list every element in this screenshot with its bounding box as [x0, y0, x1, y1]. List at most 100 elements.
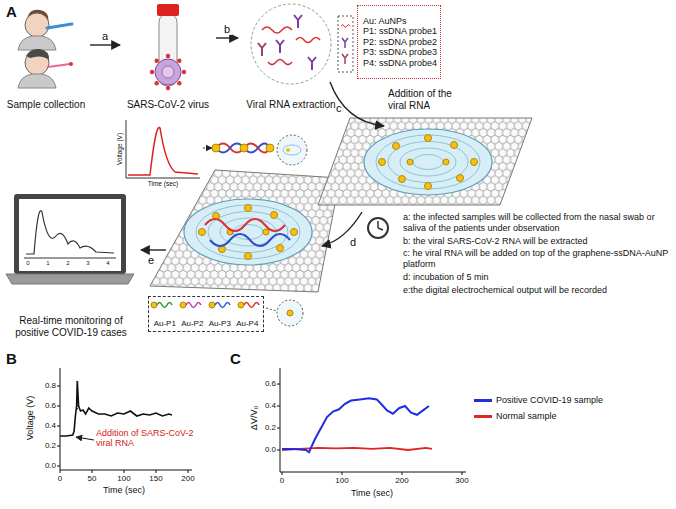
au-probe-icons: [209, 302, 215, 308]
probe-rna-hybrid: [286, 148, 290, 152]
rna-extraction-picture: [308, 57, 316, 70]
laptop-illustration: [6, 194, 134, 284]
panel-b-plot: [57, 368, 192, 473]
rna-extraction-picture: [338, 16, 353, 72]
laptop-illustration: [6, 274, 134, 284]
tick-label: 0.6: [265, 379, 276, 388]
inset-signal-plot: [203, 148, 212, 149]
au-probe-icons: [244, 303, 259, 308]
au-probe-icons: [266, 308, 277, 311]
sample-tube: [177, 59, 181, 63]
rna-extraction-picture: [268, 60, 292, 65]
probe-rna-hybrid: [283, 145, 301, 155]
panel-c-plot: [277, 384, 462, 475]
bound-rna-strands: [210, 234, 290, 246]
inset-signal-plot: [128, 127, 198, 175]
flow-arrow: [216, 37, 238, 38]
bound-rna-strands: [205, 219, 290, 246]
clock-icon: [368, 218, 388, 238]
laptop-illustration: [14, 194, 126, 274]
sample-tube: [155, 59, 181, 85]
au-probe-icons: [180, 302, 186, 308]
probe-name: Au-P3: [206, 320, 234, 329]
sample-tube: [155, 81, 159, 85]
tick-label: 50: [88, 474, 97, 483]
au-probe-icons: [238, 302, 244, 308]
panel-b-plot: [77, 381, 78, 411]
key-line: P1: ssDNA probe1: [363, 26, 435, 36]
step-letter: c: [336, 102, 342, 115]
au-probe-icons: [287, 310, 293, 316]
step-letter: a: [100, 30, 110, 42]
rna-extraction-picture: [276, 40, 284, 53]
node-caption: Viral RNA extraction: [246, 99, 335, 111]
clock-icon: [378, 221, 383, 230]
panel-letter: C: [230, 350, 241, 367]
tick-label: 3: [86, 260, 89, 267]
tick-label: 100: [335, 476, 348, 485]
patients-illustration: [47, 24, 72, 28]
key-line: Au: AuNPs: [363, 16, 435, 26]
panel-letter: A: [6, 3, 17, 20]
sample-tube: [182, 70, 186, 74]
sample-tube: [150, 4, 186, 90]
key-box: Au: AuNPsP1: ssDNA probe1P2: ssDNA probe…: [357, 5, 441, 79]
tick-label: 0.0: [265, 445, 276, 454]
notes-column: a: the infected samples will be collecte…: [403, 212, 671, 298]
laptop-illustration: [19, 199, 121, 271]
step-note: e:the digital electrochemical output wil…: [403, 285, 671, 296]
tick-label: 0.4: [265, 401, 276, 410]
rna-extraction-picture: [341, 25, 350, 28]
step-caption: Addition of the viral RNA: [388, 88, 472, 111]
rna-extraction-picture: [342, 54, 348, 64]
tick-label: 0.2: [265, 423, 276, 432]
tick-label: 4: [106, 260, 109, 267]
legend-text: Positive COVID-19 sample: [496, 395, 603, 405]
graphene-sheet: [150, 170, 340, 292]
step-arrows: [141, 249, 166, 250]
step-arrows: [330, 82, 384, 126]
au-probe-icons: [151, 302, 157, 308]
axis-title: ΔV/V₀: [249, 406, 259, 430]
step-note: b: the viral SARS-CoV-2 RNA will be extr…: [403, 236, 671, 247]
sample-tube: [162, 66, 174, 78]
panel-letter: B: [6, 350, 17, 367]
step-note: a: the infected samples will be collecte…: [403, 212, 671, 234]
tick-label: 300: [455, 476, 468, 485]
patients-illustration: [26, 49, 49, 60]
tick-label: 2: [66, 260, 69, 267]
probe-rna-hybrid: [212, 144, 220, 152]
probe-rna-hybrid: [212, 135, 307, 165]
laptop-illustration: [24, 258, 116, 259]
tick-label: 0: [26, 260, 29, 267]
inset-signal-plot: [126, 120, 212, 178]
tick-label: 0: [58, 474, 62, 483]
probe-rna-hybrid: [277, 135, 307, 165]
annotation: Addition of SARS-CoV-2 viral RNA: [96, 428, 206, 449]
graphene-sheet: [318, 118, 532, 205]
axis-title: Voltage (V): [116, 133, 123, 165]
legend-text: Normal sample: [496, 411, 557, 421]
step-letter: b: [222, 23, 232, 35]
graphene-sheet: [150, 170, 340, 292]
flow-arrow: [90, 44, 120, 45]
patients-illustration: [48, 64, 70, 67]
clock-icon: [368, 218, 388, 238]
sample-tube: [166, 86, 170, 90]
rna-extraction-picture: [251, 4, 331, 84]
sensor-disk: [184, 199, 312, 265]
au-probe-icons: [277, 300, 303, 326]
step-letter: e: [148, 254, 154, 267]
inset-signal-plot: [126, 120, 200, 178]
probe-rna-hybrid: [266, 144, 274, 152]
panel-c-plot: [282, 398, 429, 452]
axis-title: Time (sec): [148, 180, 178, 187]
graphene-sheet: [318, 118, 532, 205]
tick-label: 0.0: [45, 461, 56, 470]
tick-label: 0.6: [45, 401, 56, 410]
axis-title: Time (sec): [351, 488, 393, 498]
panel-c-plot: [277, 368, 466, 475]
axis-title: Voltage (V): [25, 396, 35, 441]
rna-extraction-picture: [294, 15, 302, 28]
